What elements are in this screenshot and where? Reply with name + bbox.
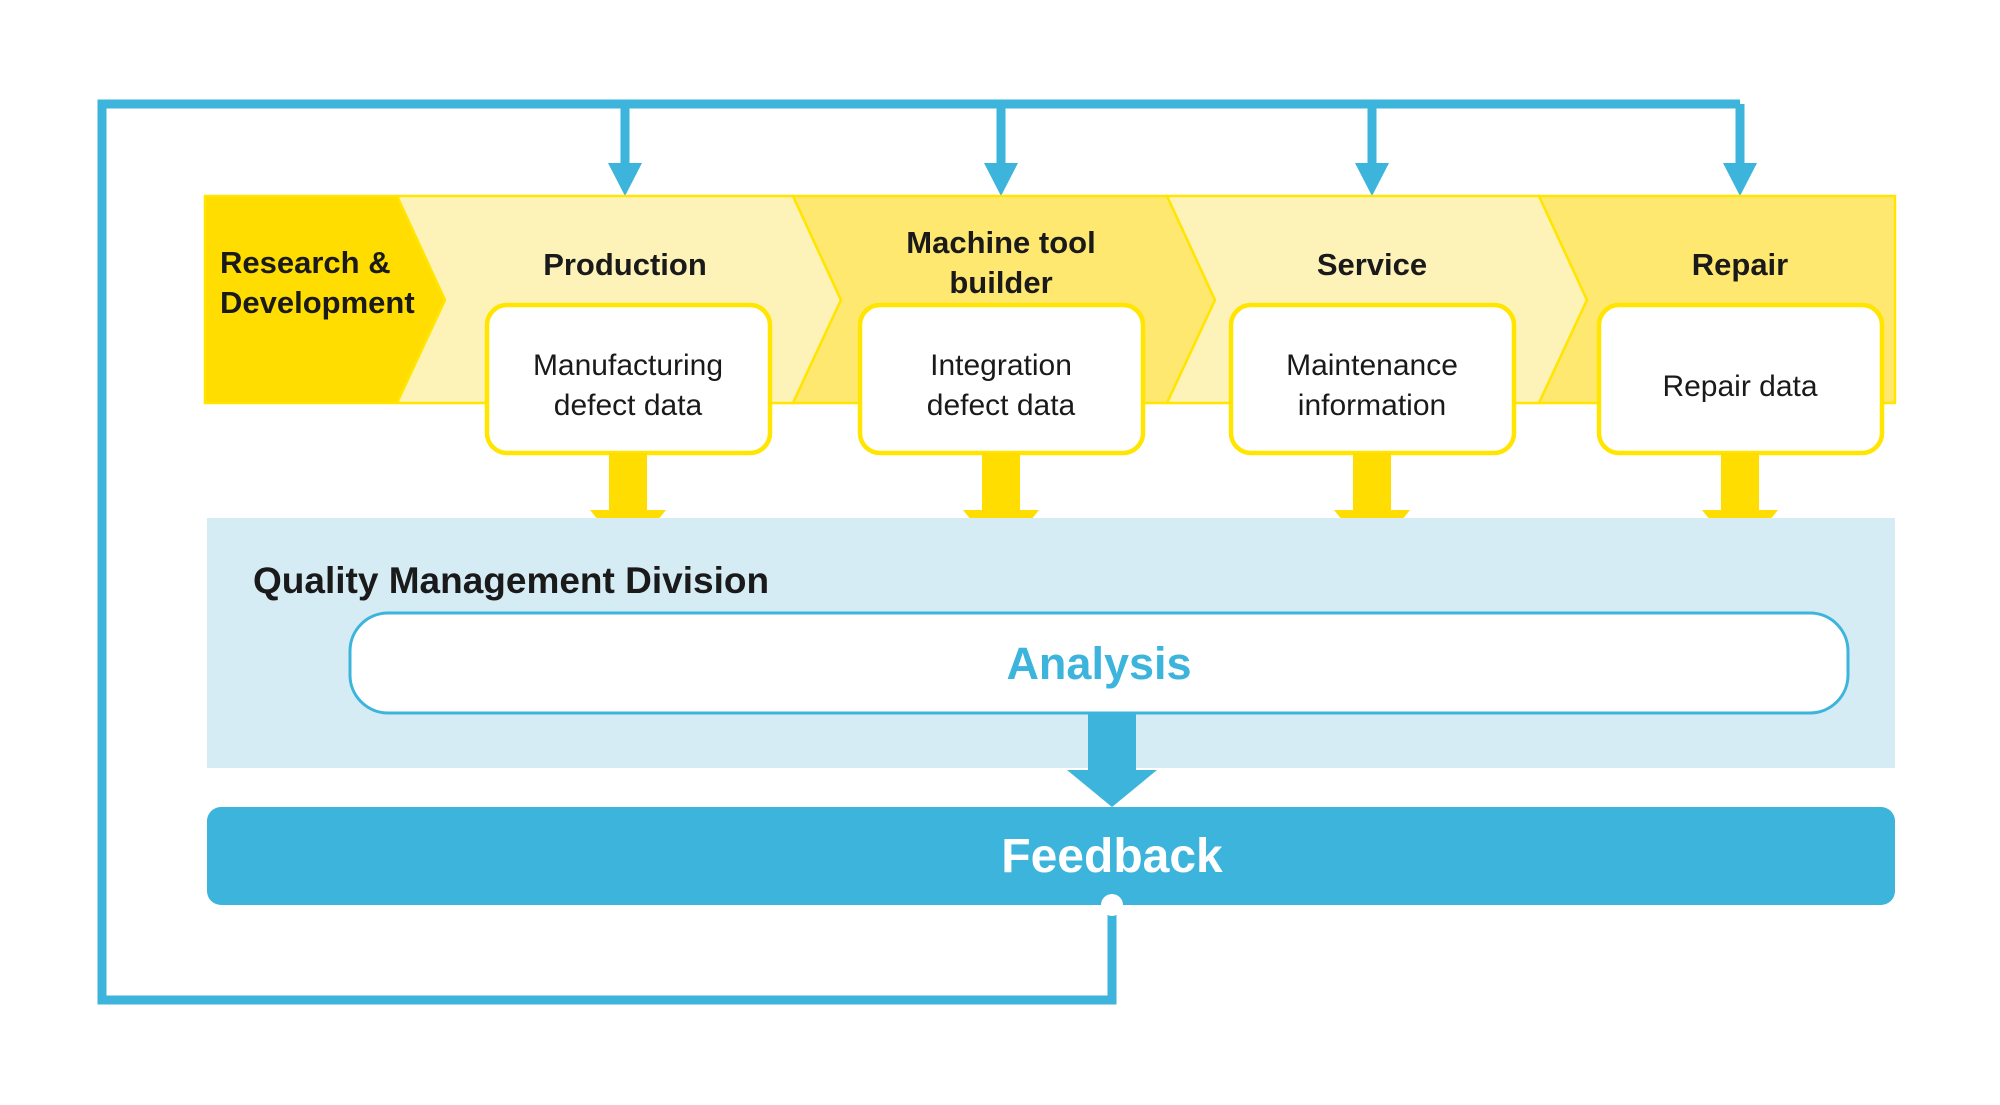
feedback-bar: Feedback — [207, 807, 1895, 916]
data-card-production-line1: Manufacturing — [533, 349, 723, 382]
feedback-label: Feedback — [1001, 830, 1223, 883]
analysis-to-feedback-arrow — [1067, 713, 1157, 807]
feedback-bar-background[interactable] — [207, 807, 1895, 905]
stage-label-service: Service — [1317, 247, 1427, 282]
data-card-machine-tool-builder-line2: defect data — [927, 389, 1076, 422]
stage-label-repair: Repair — [1692, 247, 1788, 282]
stage-label-machine-tool-builder-line1: Machine tool — [906, 225, 1095, 260]
division-title: Quality Management Division — [253, 560, 769, 601]
branch-arrowhead-repair — [1723, 163, 1757, 196]
stage-label-production: Production — [543, 247, 707, 282]
branch-arrowhead-machine-tool-builder — [984, 163, 1018, 196]
data-card-service-line2: information — [1298, 389, 1446, 422]
branch-arrowhead-production — [608, 163, 642, 196]
analysis-feedback-arrow-shape — [1067, 713, 1157, 807]
data-card-production-line2: defect data — [554, 389, 703, 422]
quality-management-division-panel: Quality Management Division Analysis — [207, 518, 1895, 768]
branch-arrowhead-service — [1355, 163, 1389, 196]
data-card-repair-line1: Repair data — [1662, 370, 1817, 403]
feedback-loop-path — [97, 99, 1757, 1005]
feedback-return-line — [97, 99, 1740, 1005]
feedback-junction-dot — [1101, 894, 1123, 916]
stage-label-research-development-line1: Research & — [220, 245, 391, 280]
stage-label-research-development-line2: Development — [220, 285, 415, 320]
stage-titles: Research & Development Production Machin… — [220, 225, 1788, 320]
data-card-machine-tool-builder-line1: Integration — [930, 349, 1072, 382]
data-card-service-line1: Maintenance — [1286, 349, 1458, 382]
stage-label-machine-tool-builder-line2: builder — [949, 265, 1052, 300]
analysis-label: Analysis — [1006, 638, 1191, 689]
data-cards: Manufacturing defect data Integration de… — [484, 302, 1885, 456]
